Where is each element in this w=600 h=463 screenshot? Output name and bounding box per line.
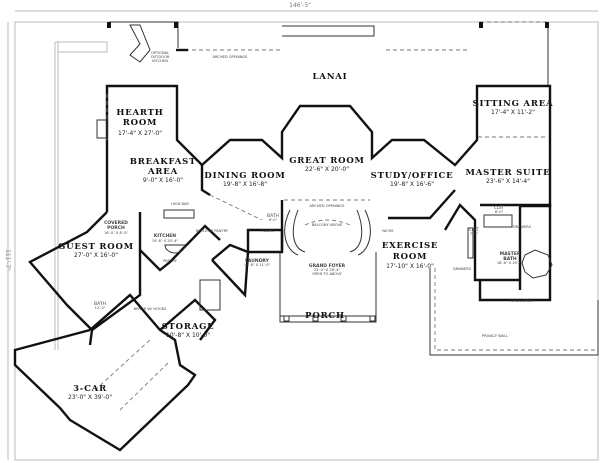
covered-porch-label-2: PORCH: [107, 225, 125, 231]
butlers-pantry-note: BUTLER'S PANTRY: [196, 229, 229, 233]
arched-openings-note: ARCHED OPENINGS: [213, 55, 249, 59]
porch-label: PORCH: [305, 311, 345, 321]
garage-label: 3-CAR: [73, 384, 107, 394]
drawers-note: DRAWERS: [513, 225, 532, 229]
dining-room-dims: 19'-8" X 16'-8": [223, 181, 267, 188]
master-bath-label: MASTER: [500, 251, 521, 257]
interior-details: [94, 94, 553, 411]
guest-room-dims: 27'-0" X 16'-0": [74, 252, 118, 259]
closet-dims-2: 7'-0": [470, 232, 479, 236]
covered-porch-dims: 16'-0" X 8'-0": [104, 231, 128, 235]
niche-note-2: NICHE: [382, 229, 394, 233]
guest-bath-dims: 12'-0": [95, 306, 106, 310]
privacy-wall-note: PRIVACY WALL: [482, 334, 508, 338]
hearth-room-label: HEARTH: [116, 108, 163, 118]
garage-dims: 23'-0" X 39'-0": [68, 394, 112, 401]
guest-bath-label: BATH: [94, 301, 106, 307]
guest-room-label: GUEST ROOM: [58, 242, 134, 252]
storage-dims: 10'-8" X 10'-0": [166, 332, 210, 339]
balcony-note: BALCONY ABOVE: [312, 223, 343, 227]
closet-label-2: CLST: [469, 227, 480, 232]
high-bar-note: HIGH BAR: [171, 202, 189, 206]
overall-depth: 111'-7": [4, 249, 11, 271]
sitting-area-dims: 17'-4" X 11'-2": [491, 109, 535, 116]
pantry-note: PANTRY: [163, 259, 178, 263]
overall-width: 146'-5": [289, 2, 311, 9]
laundry-dims: 10'-8" X 11'-0": [244, 263, 271, 267]
master-bath-dims: 18'-6" X 20'-0": [497, 261, 524, 265]
outdoor-kitchen-note-2: OUTDOOR: [151, 55, 170, 59]
master-bath-label-2: BATH: [503, 256, 517, 262]
master-suite-dims: 23'-6" X 14'-4": [486, 178, 530, 185]
study-office-label: STUDY/OFFICE: [371, 171, 454, 181]
exercise-room-label-2: ROOM: [393, 252, 427, 262]
storage-label: STORAGE: [162, 322, 215, 332]
bench-note: BENCH W/ HOOKS: [134, 307, 167, 311]
walls: [13, 84, 599, 452]
grand-foyer-label: GRAND FOYER: [309, 263, 346, 269]
sitting-area-label: SITTING AREA: [473, 99, 554, 109]
grand-foyer-dims: 22'-0" X 26'-4": [314, 268, 341, 272]
hearth-room-dims: 17'-4" X 27'-0": [118, 130, 162, 137]
dimension-lines: [7, 10, 599, 461]
laundry-label: LAUNDRY: [245, 258, 270, 264]
covered-porch-label: COVERED: [104, 220, 128, 226]
outdoor-kitchen-note-3: KITCHEN: [152, 59, 168, 63]
lanai-outline: [54, 21, 549, 350]
kitchen-dims: 19'-6" X 20'-4": [152, 239, 179, 243]
bath-label: BATH: [267, 213, 279, 219]
drawers-note-2: DRAWERS: [453, 267, 472, 271]
dining-room-label: DINING ROOM: [204, 171, 285, 181]
niche-note: NICHE: [262, 229, 274, 233]
exercise-room-label: EXERCISE: [382, 241, 438, 251]
outdoor-kitchen-note: OPTIONAL: [151, 51, 169, 55]
open-shower-note: OPEN SHWR: [511, 299, 534, 303]
kitchen-label: KITCHEN: [154, 233, 176, 239]
study-office-dims: 19'-8" X 16'-6": [390, 181, 434, 188]
closet-label: CLST: [494, 205, 505, 210]
exercise-room-dims: 17'-10" X 16'-0": [386, 263, 434, 270]
arched-openings-note-2: ARCHED OPENINGS: [310, 204, 346, 208]
great-room-label: GREAT ROOM: [289, 156, 365, 166]
bath-dims: 6'-0": [269, 218, 278, 222]
master-suite-label: MASTER SUITE: [466, 168, 551, 178]
breakfast-area-dims: 9'-0" X 16'-0": [143, 177, 183, 184]
closet-dims: 8'-0": [495, 210, 504, 214]
breakfast-area-label: BREAKFAST: [130, 157, 197, 167]
lanai-label: LANAI: [313, 72, 348, 82]
breakfast-area-label-2: AREA: [147, 167, 178, 177]
great-room-dims: 22'-6" X 20'-0": [305, 166, 349, 173]
grand-foyer-note: OPEN TO ABOVE: [312, 272, 342, 276]
hearth-room-label-2: ROOM: [123, 118, 157, 128]
